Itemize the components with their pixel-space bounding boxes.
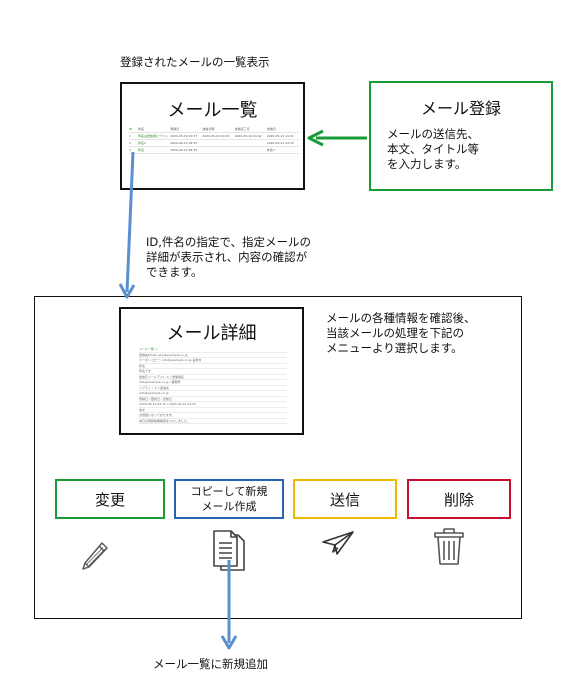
table-cell: 2020-05-19 04:30 [202,134,230,138]
edit-button[interactable]: 変更 [55,479,165,519]
table-header: ID 件名 登録日 送信日時 送信完了日 送信日 [129,126,299,133]
table-row[interactable]: 1 件名は送信用にテスト 2020-05-19 00:37 2020-05-19… [129,133,299,140]
copy-button-label-line: メール作成 [201,500,257,513]
table-cell: 件名は送信用にテスト [138,134,169,138]
caption-line: 詳細が表示され、内容の確認が [146,250,308,264]
document-copy-icon[interactable] [211,529,247,577]
table-header-cell: 送信日時 [202,127,215,131]
pencil-icon[interactable] [80,540,110,576]
table-header-cell: 送信日 [266,127,276,131]
table-header-cell: 件名 [138,127,145,131]
preview-line: リプライ・トゥ送信先 [139,386,287,391]
mail-list-table: ID 件名 登録日 送信日時 送信完了日 送信日 1 件名は送信用にテスト 20… [129,126,299,154]
caption-line: 当該メールの処理を下記の [326,326,464,340]
table-cell: 2020-06-12 04:35 [170,141,198,145]
table-cell: 件名 [138,148,145,152]
caption-line: できます。 [146,265,203,279]
description-line: メールの送信先、 [387,127,479,141]
table-header-cell: 登録日 [170,127,180,131]
table-header-cell: ID [129,127,133,131]
table-cell: 2020-06-12 04:35 [170,148,198,152]
table-cell: 2020-05-19 04:42 [234,134,262,138]
preview-line: 登録日 / 更新日 / 送信日 [139,397,287,402]
preview-line: 本日の登録依頼確認をいたしました。 [139,419,287,424]
table-cell: 件名2 [138,141,146,145]
preview-line: 件名 [139,364,287,369]
caption-add-to-list: メール一覧に新規追加 [153,657,268,671]
caption-detail-navigation: ID,件名の指定で、指定メールの 詳細が表示され、内容の確認が できます。 [146,235,311,280]
delete-button[interactable]: 削除 [407,479,511,519]
preview-line: 本文 [139,408,287,413]
mail-list-box[interactable]: メール一覧 ID 件名 登録日 送信日時 送信完了日 送信日 1 件名は送信用に… [120,82,305,190]
table-cell: 3 [129,148,131,152]
preview-line: info@example.co.jp [139,391,287,397]
caption-line: メニューより選択します。 [326,341,463,355]
trash-icon[interactable] [433,525,465,571]
preview-line: 送信元メールアドレス / 送信者名 [139,375,287,380]
mail-list-title: メール一覧 [167,100,258,121]
paper-plane-icon[interactable] [321,530,355,560]
table-row[interactable]: 2 件名2 2020-06-12 04:35 2020-06-12 04:35 [129,140,299,147]
copy-create-button[interactable]: コピーして新規 メール作成 [174,479,284,519]
preview-line: メール一覧 > [139,347,287,353]
green-arrow [307,129,367,147]
preview-line: info@example.co.jp / 事務局 [139,380,287,386]
table-cell: 2020-05-12 19:41 [266,134,294,138]
caption-line: ID,件名の指定で、指定メールの [146,235,311,249]
caption-list-description: 登録されたメールの一覧表示 [120,55,270,69]
mail-register-title: メール登録 [420,99,501,118]
mail-detail-title: メール詳細 [166,323,257,344]
copy-button-label-line: コピーして新規 [190,485,268,498]
mail-detail-preview: メール一覧 > 送信先Email: abc@example.co.jp カーボン… [139,347,287,431]
table-row[interactable]: 3 件名 2020-06-12 04:35 件名3 [129,147,299,154]
edit-button-label: 変更 [94,490,125,509]
preview-line: カーボンコピー: info@example.co.jp 名前付 [139,358,287,364]
caption-line: メールの各種情報を確認後、 [326,311,476,325]
table-cell: 2020-06-12 04:35 [266,141,294,145]
mail-detail-box[interactable]: メール詳細 メール一覧 > 送信先Email: abc@example.co.j… [119,307,304,435]
caption-action-menu: メールの各種情報を確認後、 当該メールの処理を下記の メニューより選択します。 [326,311,476,356]
mail-register-box[interactable]: メール登録 メールの送信先、 本文、タイトル等 を入力します。 [369,81,553,191]
preview-line: お世話になっております。 [139,413,287,419]
mail-register-description: メールの送信先、 本文、タイトル等 を入力します。 [387,127,479,172]
table-cell: 1 [129,134,131,138]
preview-line: 件名です [139,369,287,375]
description-line: 本文、タイトル等 [387,142,479,156]
preview-line: 2020-06-12 04:35 / 2020-06-12 04:35 [139,402,287,408]
table-cell: 件名3 [266,148,275,152]
send-button-label: 送信 [329,490,360,509]
table-cell: 2 [129,141,131,145]
description-line: を入力します。 [387,157,467,171]
send-button[interactable]: 送信 [293,479,397,519]
preview-line: 送信先Email: abc@example.co.jp [139,353,287,358]
delete-button-label: 削除 [443,490,474,509]
table-header-cell: 送信完了日 [234,127,250,131]
table-cell: 2020-05-19 00:37 [170,134,198,138]
